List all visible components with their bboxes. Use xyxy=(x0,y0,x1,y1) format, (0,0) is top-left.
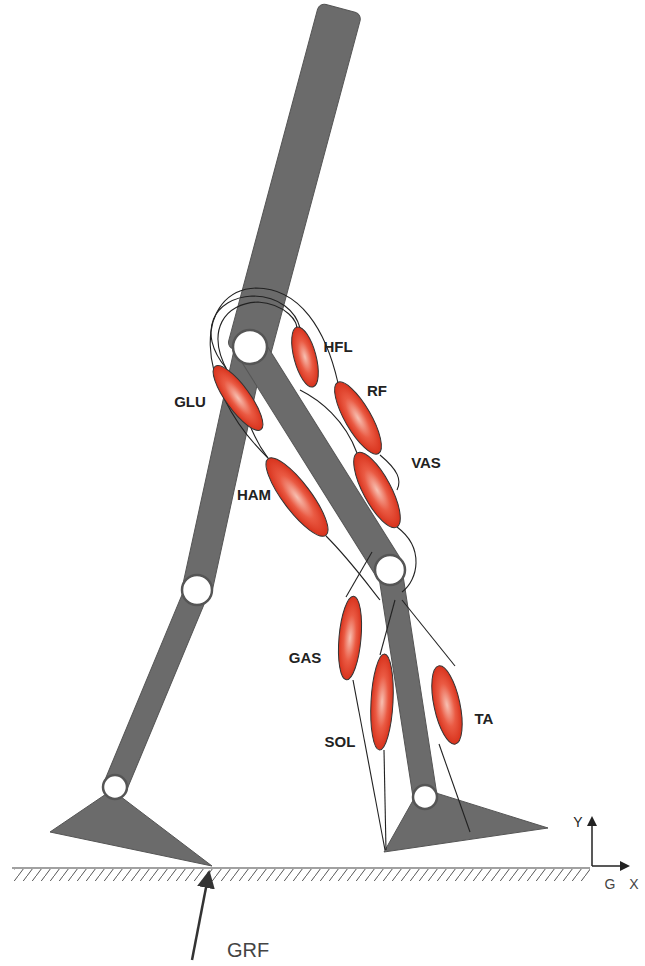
muscles xyxy=(205,324,468,750)
axes xyxy=(592,818,628,866)
muscle-label: GLU xyxy=(174,394,206,409)
gas-muscle xyxy=(335,595,364,681)
ta-muscle xyxy=(426,663,468,747)
muscle-label: SOL xyxy=(325,734,356,749)
muscle-label: HAM xyxy=(237,487,271,502)
muscle-label: RF xyxy=(367,383,387,398)
tendon-lines xyxy=(210,288,470,850)
rf-muscle xyxy=(326,376,390,460)
joints xyxy=(103,330,437,809)
muscle-label: HFL xyxy=(323,339,352,354)
hfl-muscle xyxy=(286,324,323,390)
axis-label: G xyxy=(605,877,616,891)
sol-muscle xyxy=(369,653,396,750)
force-label: GRF xyxy=(227,940,269,960)
muscle-label: VAS xyxy=(411,455,441,470)
muscle-label: GAS xyxy=(289,650,322,665)
axis-label: Y xyxy=(573,815,582,829)
trunk-segment xyxy=(227,3,362,359)
right-leg xyxy=(237,339,548,852)
left-leg xyxy=(50,344,265,866)
grf-arrow xyxy=(192,872,209,960)
ground xyxy=(12,868,590,881)
vas-muscle xyxy=(345,446,409,533)
axis-label: X xyxy=(629,877,638,891)
glu-muscle xyxy=(205,359,270,436)
muscle-label: TA xyxy=(475,711,494,726)
